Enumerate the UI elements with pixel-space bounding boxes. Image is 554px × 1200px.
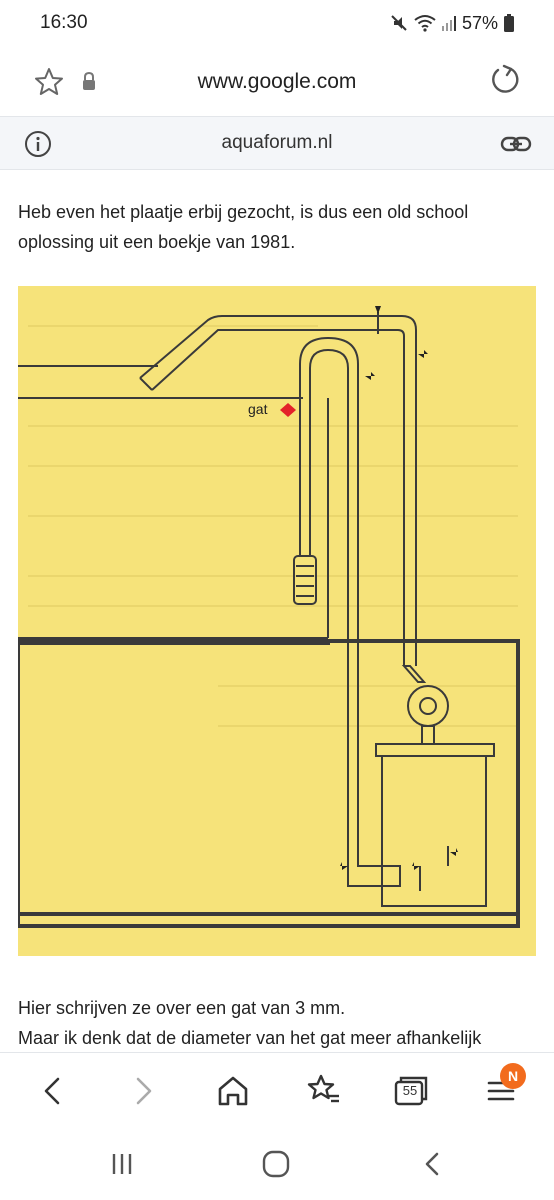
- battery-icon: [504, 14, 514, 32]
- forward-icon[interactable]: [124, 1071, 164, 1111]
- home-circle-icon[interactable]: [260, 1148, 292, 1180]
- url-text[interactable]: www.google.com: [197, 70, 357, 93]
- post-paragraph-2-line-2: Maar ik denk dat de diameter van het gat…: [18, 1028, 482, 1048]
- wifi-icon: [414, 15, 436, 32]
- mute-icon: [391, 15, 407, 31]
- battery-percent: 57%: [461, 12, 498, 33]
- hole-marker: [280, 403, 296, 417]
- recent-apps-icon[interactable]: [106, 1148, 138, 1180]
- system-back-icon[interactable]: [416, 1148, 448, 1180]
- web-content: Heb even het plaatje erbij gezocht, is d…: [0, 171, 554, 1051]
- aquarium-overflow-diagram[interactable]: gat: [18, 286, 536, 956]
- post-paragraph-1: Heb even het plaatje erbij gezocht, is d…: [18, 202, 469, 252]
- post-paragraph-2-line-1: Hier schrijven ze over een gat van 3 mm.: [18, 998, 346, 1018]
- system-navigation-bar: [0, 1128, 554, 1200]
- home-icon[interactable]: [213, 1071, 253, 1111]
- tabs-icon[interactable]: [390, 1071, 430, 1111]
- status-time: 16:30: [40, 12, 88, 33]
- lock-icon: [83, 71, 95, 90]
- signal-icon: [441, 16, 456, 31]
- status-bar: 16:30 57%: [0, 0, 554, 46]
- star-icon[interactable]: [33, 66, 65, 98]
- site-domain: aquaforum.nl: [221, 132, 333, 153]
- post-paragraph-2: Hier schrijven ze over een gat van 3 mm.…: [18, 993, 538, 1051]
- status-icons: 57%: [390, 13, 514, 34]
- site-info-bar: aquaforum.nl: [0, 116, 554, 170]
- back-icon[interactable]: [32, 1071, 72, 1111]
- info-icon[interactable]: [24, 130, 52, 158]
- link-icon[interactable]: [500, 130, 532, 158]
- diagram-label-gat: gat: [248, 401, 268, 417]
- reload-icon[interactable]: [489, 64, 521, 96]
- bookmarks-icon[interactable]: [303, 1071, 343, 1111]
- address-bar[interactable]: www.google.com: [0, 50, 554, 114]
- browser-toolbar: [0, 1052, 554, 1127]
- menu-notification-badge: N: [500, 1063, 526, 1089]
- tabs-count: 55: [402, 1083, 418, 1098]
